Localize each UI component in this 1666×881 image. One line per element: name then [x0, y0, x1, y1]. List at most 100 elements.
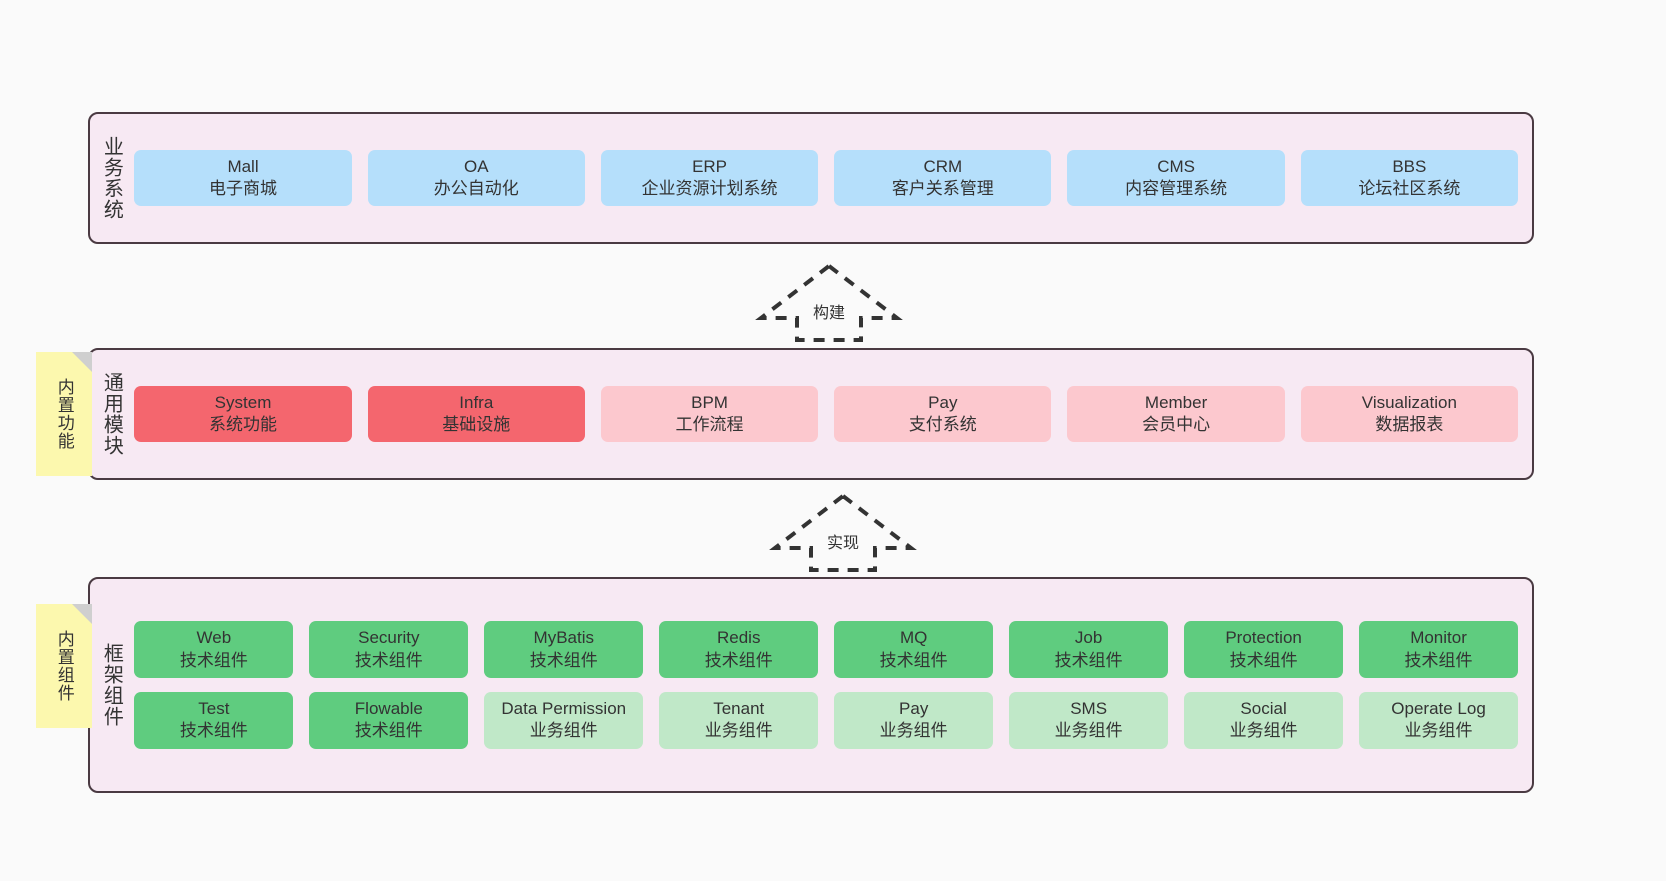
card-erp[interactable]: ERP 企业资源计划系统 — [600, 149, 819, 207]
note-builtin-features: 内置功能 — [36, 352, 92, 476]
layer-common-modules: 通用模块 System 系统功能 Infra 基础设施 BPM 工作流程 Pay… — [88, 348, 1534, 480]
card-visualization[interactable]: Visualization 数据报表 — [1300, 385, 1518, 443]
common-card-grid: System 系统功能 Infra 基础设施 BPM 工作流程 Pay 支付系统… — [128, 385, 1532, 443]
card-job[interactable]: Job 技术组件 — [1009, 621, 1169, 678]
card-title: Social — [1240, 699, 1287, 718]
card-subtitle: 基础设施 — [442, 415, 511, 434]
card-mybatis[interactable]: MyBatis 技术组件 — [484, 621, 644, 678]
card-title: MQ — [899, 628, 928, 648]
card-monitor[interactable]: Monitor 技术组件 — [1359, 621, 1519, 678]
card-title: ERP — [692, 156, 728, 176]
note-label: 内置组件 — [54, 630, 74, 702]
layer-business-systems: 业务系统 Mall 电子商城 OA 办公自动化 ERP 企业资源计划系统 CRM… — [88, 112, 1534, 244]
card-bpm[interactable]: BPM 工作流程 — [600, 385, 819, 443]
card-mall[interactable]: Mall 电子商城 — [134, 149, 352, 207]
card-subtitle: 技术组件 — [179, 650, 248, 670]
connector-build-arrow: 构建 — [755, 262, 903, 342]
card-title: System — [214, 392, 272, 412]
card-subtitle: 企业资源计划系统 — [641, 179, 778, 198]
card-title: SMS — [1070, 699, 1108, 718]
card-subtitle: 业务组件 — [879, 721, 948, 741]
card-crm[interactable]: CRM 客户关系管理 — [834, 149, 1052, 207]
card-redis[interactable]: Redis 技术组件 — [659, 621, 819, 678]
card-subtitle: 业务组件 — [529, 721, 598, 741]
card-subtitle: 技术组件 — [1054, 650, 1123, 670]
card-subtitle: 会员中心 — [1142, 415, 1211, 434]
card-data-permission[interactable]: Data Permission 业务组件 — [484, 692, 644, 749]
card-subtitle: 业务组件 — [1404, 721, 1473, 741]
layer-label-common: 通用模块 — [100, 372, 123, 456]
card-title: CRM — [923, 156, 963, 176]
card-tenant[interactable]: Tenant 业务组件 — [659, 692, 819, 749]
card-member[interactable]: Member 会员中心 — [1067, 385, 1285, 443]
card-title: Operate Log — [1391, 699, 1486, 718]
note-fold-corner-icon — [72, 352, 92, 372]
card-title: BPM — [691, 392, 728, 412]
card-oa[interactable]: OA 办公自动化 — [367, 149, 585, 207]
connector-implement-label: 实现 — [826, 535, 860, 552]
layer-framework-components: 框架组件 Web 技术组件 Security 技术组件 MyBatis 技术组件… — [88, 577, 1534, 793]
note-builtin-components: 内置组件 — [36, 604, 92, 728]
card-system[interactable]: System 系统功能 — [134, 385, 352, 443]
card-subtitle: 技术组件 — [179, 721, 248, 741]
card-cms[interactable]: CMS 内容管理系统 — [1067, 149, 1285, 207]
card-row: Mall 电子商城 OA 办公自动化 ERP 企业资源计划系统 CRM 客户关系… — [134, 149, 1518, 207]
card-flowable[interactable]: Flowable 技术组件 — [309, 692, 469, 749]
card-subtitle: 业务组件 — [1054, 721, 1123, 741]
card-title: Infra — [459, 392, 494, 412]
card-subtitle: 客户关系管理 — [891, 179, 994, 198]
card-subtitle: 数据报表 — [1375, 415, 1444, 434]
card-row: System 系统功能 Infra 基础设施 BPM 工作流程 Pay 支付系统… — [134, 385, 1518, 443]
card-subtitle: 业务组件 — [1229, 721, 1298, 741]
note-fold-corner-icon — [72, 604, 92, 624]
card-title: Data Permission — [501, 699, 627, 718]
card-title: Mall — [227, 156, 259, 176]
card-subtitle: 电子商城 — [209, 179, 278, 198]
layer-label-framework: 框架组件 — [100, 643, 123, 727]
card-title: Pay — [928, 392, 958, 412]
card-title: Member — [1144, 392, 1208, 412]
card-title: Visualization — [1361, 392, 1457, 412]
card-social[interactable]: Social 业务组件 — [1184, 692, 1344, 749]
card-subtitle: 技术组件 — [529, 650, 598, 670]
card-protection[interactable]: Protection 技术组件 — [1184, 621, 1344, 678]
card-title: Flowable — [354, 699, 423, 718]
card-subtitle: 支付系统 — [908, 415, 977, 434]
card-subtitle: 业务组件 — [704, 721, 773, 741]
card-operate-log[interactable]: Operate Log 业务组件 — [1359, 692, 1519, 749]
card-title: Tenant — [713, 699, 765, 718]
card-row: Test 技术组件 Flowable 技术组件 Data Permission … — [134, 692, 1519, 749]
business-card-grid: Mall 电子商城 OA 办公自动化 ERP 企业资源计划系统 CRM 客户关系… — [128, 149, 1532, 207]
card-subtitle: 技术组件 — [354, 721, 423, 741]
card-title: Monitor — [1410, 628, 1467, 648]
card-subtitle: 技术组件 — [1229, 650, 1298, 670]
card-infra[interactable]: Infra 基础设施 — [367, 385, 585, 443]
card-subtitle: 内容管理系统 — [1125, 179, 1228, 198]
connector-implement-arrow: 实现 — [769, 492, 917, 572]
card-subtitle: 技术组件 — [1404, 650, 1473, 670]
card-bbs[interactable]: BBS 论坛社区系统 — [1300, 149, 1518, 207]
card-title: Pay — [899, 699, 929, 718]
card-subtitle: 系统功能 — [209, 415, 278, 434]
card-web[interactable]: Web 技术组件 — [134, 621, 294, 678]
card-row: Web 技术组件 Security 技术组件 MyBatis 技术组件 Redi… — [134, 621, 1519, 678]
card-title: Web — [196, 628, 232, 648]
framework-card-grid: Web 技术组件 Security 技术组件 MyBatis 技术组件 Redi… — [128, 621, 1532, 749]
card-sms[interactable]: SMS 业务组件 — [1009, 692, 1169, 749]
layer-label-business: 业务系统 — [100, 136, 123, 220]
card-pay[interactable]: Pay 支付系统 — [834, 385, 1052, 443]
card-title: CMS — [1157, 156, 1195, 176]
card-subtitle: 工作流程 — [675, 415, 744, 434]
card-mq[interactable]: MQ 技术组件 — [834, 621, 994, 678]
card-security[interactable]: Security 技术组件 — [309, 621, 469, 678]
connector-build-label: 构建 — [812, 305, 846, 322]
card-pay-business[interactable]: Pay 业务组件 — [834, 692, 994, 749]
card-title: BBS — [1392, 156, 1427, 176]
card-subtitle: 技术组件 — [879, 650, 948, 670]
card-title: Security — [358, 628, 420, 648]
card-subtitle: 技术组件 — [354, 650, 423, 670]
card-title: MyBatis — [533, 628, 594, 648]
card-test[interactable]: Test 技术组件 — [134, 692, 294, 749]
card-subtitle: 办公自动化 — [433, 179, 519, 198]
